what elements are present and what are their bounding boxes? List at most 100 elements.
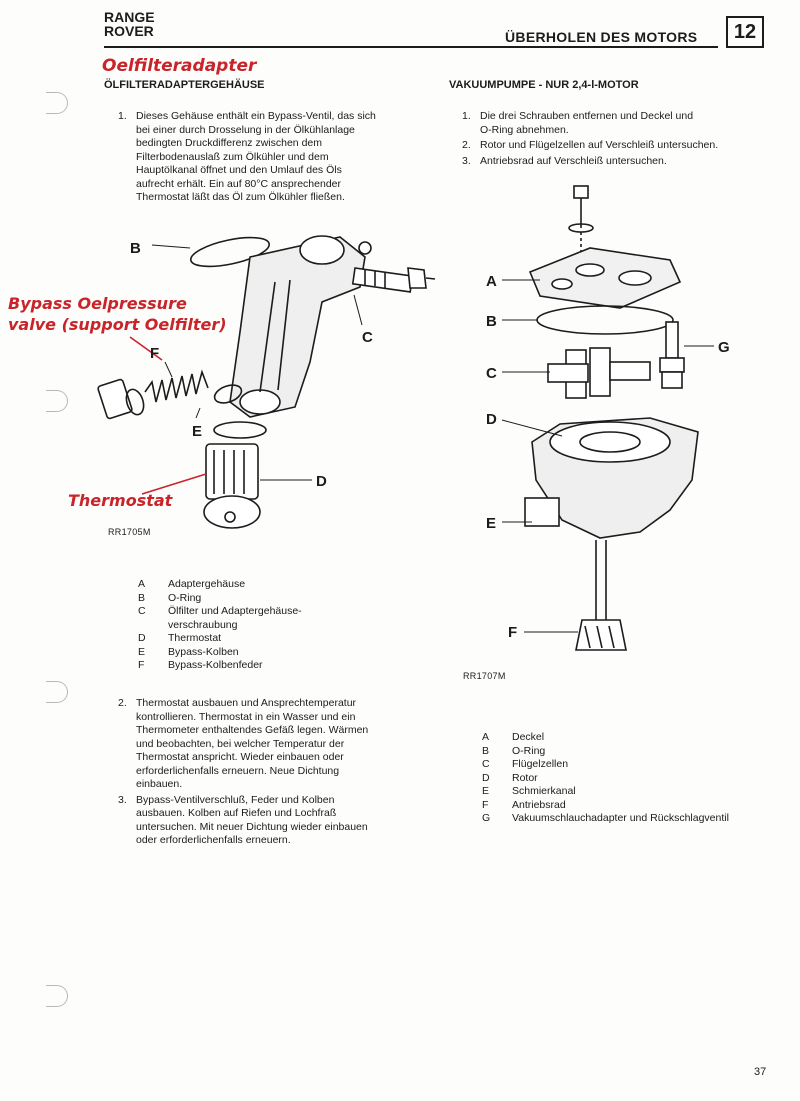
legend-key: A	[482, 731, 490, 743]
legend-row: D Rotor	[482, 772, 782, 786]
callout-a: A	[486, 273, 497, 290]
legend-value: Ölfilter und Adaptergehäuse-	[168, 605, 302, 617]
step-line: Thermostat ausbauen und Ansprechtemperat…	[136, 697, 357, 709]
callout-c: C	[486, 365, 497, 382]
legend-value: O-Ring	[168, 591, 202, 604]
legend-key: D	[138, 632, 146, 644]
legend-key: B	[138, 591, 146, 604]
callout-f: F	[150, 345, 159, 362]
legend-value: Rotor	[512, 771, 538, 784]
legend-value: Deckel	[512, 731, 545, 743]
legend-row: B O-Ring	[138, 592, 378, 606]
legend-row: B O-Ring	[482, 745, 782, 759]
right-steps: 1. Die drei Schrauben entfernen und Deck…	[462, 110, 772, 170]
step-text: Bypass-Ventilverschluß, Feder und Kolben…	[136, 794, 418, 848]
legend-value: Thermostat	[168, 632, 222, 644]
step-number: 3.	[462, 154, 471, 167]
legend-row: C Flügelzellen	[482, 758, 782, 772]
left-heading: ÖLFILTERADAPTERGEHÄUSE	[104, 79, 265, 91]
legend-key: D	[482, 771, 490, 784]
legend-key: G	[482, 812, 491, 824]
legend-key: E	[138, 645, 146, 658]
step-line: ausbauen. Kolben auf Riefen und Lochfraß	[136, 807, 337, 819]
step-number: 2.	[462, 139, 471, 151]
step-line: Thermostat anspricht. Wieder einbauen od…	[136, 751, 344, 763]
step-line: erforderlichenfalls erneuern. Neue Dicht…	[136, 764, 340, 777]
step-number: 1.	[462, 110, 471, 122]
annotation-bypass-line-2: valve (support Oelfilter)	[8, 315, 227, 334]
legend-key: B	[482, 744, 490, 757]
legend-value: Flügelzellen	[512, 758, 569, 770]
step-line: Bypass-Ventilverschluß, Feder und Kolben	[136, 793, 335, 806]
section-number: 12	[726, 16, 764, 48]
header-rule	[104, 46, 718, 48]
step-line: Filterbodenauslaß zum Ölkühler und dem	[136, 150, 329, 163]
right-step-1: 1. Die drei Schrauben entfernen und Deck…	[462, 110, 772, 137]
step-number: 3.	[118, 793, 127, 806]
o-ring-b	[189, 236, 271, 268]
callout-b: B	[486, 313, 497, 330]
section-title: ÜBERHOLEN DES MOTORS	[505, 29, 698, 45]
step-line: einbauen.	[136, 778, 183, 790]
legend-key: F	[482, 798, 489, 811]
step-line: aufrecht erhält. Ein auf 80°C ansprechen…	[136, 177, 341, 190]
step-line: oder erforderlichenfalls erneuern.	[136, 834, 291, 846]
brand-logo: RANGE ROVER	[104, 10, 155, 38]
annotation-oelfilteradapter: Oelfilteradapter	[102, 56, 257, 76]
step-line: untersuchen. Mit neuer Dichtung wieder e…	[136, 820, 368, 833]
step-line: kontrollieren. Thermostat in ein Wasser …	[136, 710, 356, 723]
rotor-d	[549, 421, 671, 463]
step-line: Antriebsrad auf Verschleiß untersuchen.	[480, 154, 667, 167]
right-step-3: 3. Antriebsrad auf Verschleiß untersuche…	[462, 155, 772, 169]
left-step-2: 2. Thermostat ausbauen und Ansprechtempe…	[118, 697, 418, 792]
brand-line-1: RANGE	[104, 9, 155, 25]
annotation-bypass-line-1: Bypass Oelpressure	[8, 294, 187, 313]
legend-row: G Vakuumschlauchadapter und Rückschlagven…	[482, 812, 782, 826]
step-text: Dieses Gehäuse enthält ein Bypass-Ventil…	[136, 110, 418, 205]
legend-key: C	[482, 758, 490, 770]
legend-value: Schmierkanal	[512, 785, 576, 797]
step-line: Dieses Gehäuse enthält ein Bypass-Ventil…	[136, 110, 376, 122]
o-ring-b	[536, 305, 674, 335]
legend-key: C	[138, 605, 146, 617]
step-number: 1.	[118, 110, 127, 122]
right-step-2: 2. Rotor und Flügelzellen auf Verschleiß…	[462, 139, 772, 153]
left-legend: A Adaptergehäuse B O-Ring C Ölfilter und Ad…	[138, 578, 378, 673]
step-line: Thermostat läßt das Öl zum Ölkühler flie…	[136, 191, 345, 203]
legend-value: Vakuumschlauchadapter und Rückschlagvent…	[512, 812, 729, 824]
right-legend: A Deckel B O-Ring C Flügelzellen D Rotor E Sc…	[482, 731, 782, 826]
callout-e: E	[192, 423, 202, 440]
legend-row: A Adaptergehäuse	[138, 578, 378, 592]
vacuum-pump-diagram: A B C D E F G	[486, 185, 730, 651]
legend-value: O-Ring	[512, 744, 546, 757]
punch-hole	[46, 681, 68, 703]
legend-value: verschraubung	[168, 618, 238, 631]
callout-d: D	[486, 411, 497, 428]
step-line: O-Ring abnehmen.	[480, 123, 569, 136]
step-line: bedingten Druckdifferenz zwischen dem	[136, 137, 322, 149]
step-text: Thermostat ausbauen und Ansprechtemperat…	[136, 697, 418, 792]
adapter-housing	[229, 236, 366, 418]
legend-value: Bypass-Kolbenfeder	[168, 659, 263, 671]
legend-key: F	[138, 659, 145, 671]
legend-key: A	[138, 578, 146, 590]
legend-value: Adaptergehäuse	[168, 578, 246, 590]
adapter-bolt-c	[351, 267, 414, 293]
vanes-c	[547, 347, 651, 399]
callout-g: G	[718, 339, 730, 356]
step-line: Rotor und Flügelzellen auf Verschleiß un…	[480, 139, 719, 151]
bypass-plug	[97, 378, 133, 420]
left-step-3: 3. Bypass-Ventilverschluß, Feder und Kol…	[118, 794, 418, 848]
step-text: Antriebsrad auf Verschleiß untersuchen.	[480, 155, 772, 169]
punch-hole	[46, 985, 68, 1007]
legend-value: Antriebsrad	[512, 798, 566, 811]
callout-e: E	[486, 515, 496, 532]
callout-b: B	[130, 240, 141, 257]
step-line: bei einer durch Drosselung in der Ölkühl…	[136, 123, 355, 136]
step-text: Rotor und Flügelzellen auf Verschleiß un…	[480, 139, 772, 153]
page-number: 37	[754, 1066, 767, 1078]
legend-key: E	[482, 785, 490, 797]
legend-row: F Bypass-Kolbenfeder	[138, 659, 378, 673]
